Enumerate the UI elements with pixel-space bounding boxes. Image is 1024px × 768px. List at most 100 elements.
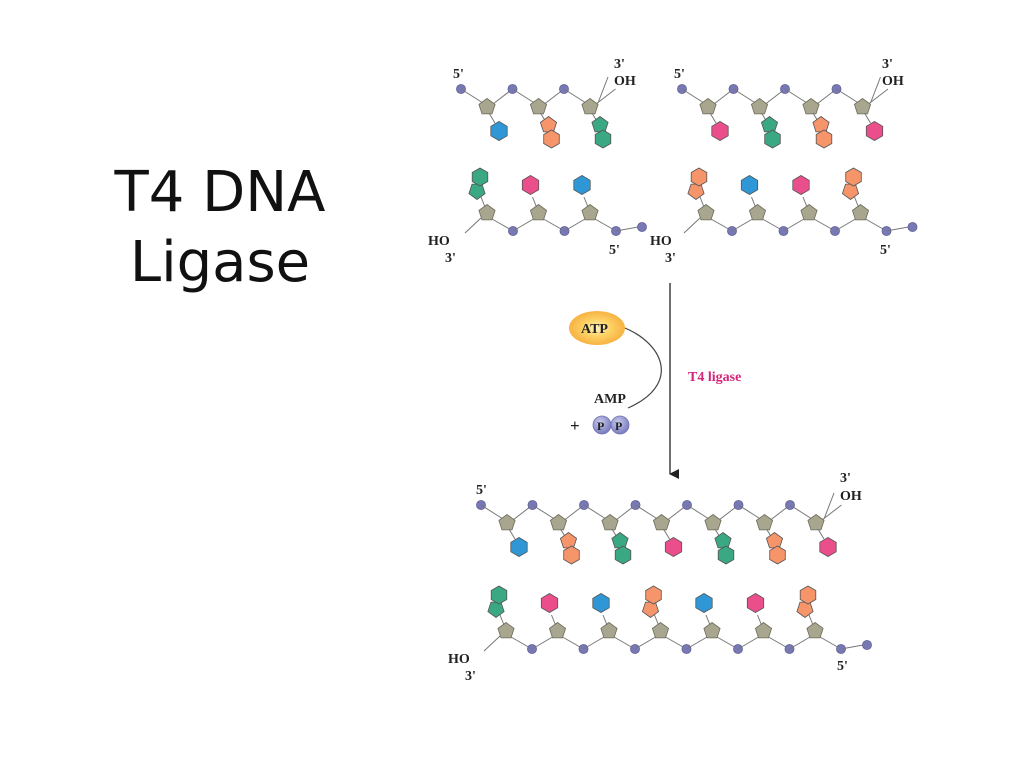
base-hexagon [690,167,708,187]
sugar-ring [478,204,496,221]
backbone-bond [789,636,811,650]
label-3prime: 3' [465,669,476,684]
backbone-bond [870,76,881,104]
base-hexagon [573,175,591,195]
label-3prime: 3' [882,57,893,72]
backbone-bond [483,635,501,652]
backbone-bond [488,112,496,124]
backbone-bond [464,217,482,234]
label-5prime: 5' [609,243,620,258]
backbone-bond [731,218,753,232]
base-hexagon [664,537,683,557]
phosphate [862,640,872,650]
backbone-bond [508,528,516,540]
backbone-bond [686,636,708,650]
backbone-bond [738,504,761,520]
base-hexagon [764,129,781,149]
base-pentagon [796,601,814,618]
backbone-bond [663,528,670,540]
base-hexagon [540,593,559,613]
sugar-ring [703,622,721,639]
backbone-bond [597,76,609,104]
sugar-ring [600,622,618,639]
label-oh: OH [614,74,636,89]
atp-glow [569,311,625,345]
base-pentagon [812,116,830,133]
base-hexagon [592,593,610,613]
sugar-ring [802,98,820,115]
base-hexagon [543,129,560,149]
base-hexagon [799,585,817,605]
phosphate [907,222,918,232]
sugar-ring [549,514,568,531]
backbone-bond [783,218,805,232]
base-pentagon [539,116,558,133]
base-pentagon [468,183,486,200]
backbone-bond [699,196,705,208]
base-pentagon [841,183,860,200]
backbone-bond [480,504,504,520]
sugar-ring [581,98,599,115]
label-5prime: 5' [880,243,891,258]
phosphate-ball [610,415,630,435]
base-hexagon [740,175,759,195]
sugar-ring [497,622,515,639]
backbone-bond [789,504,813,520]
backbone-bond [634,636,656,650]
title-line-2: Ligase [129,230,311,295]
base-pentagon [765,532,784,549]
backbone-bond [686,504,710,520]
backbone-bond [512,88,535,104]
backbone-bond [868,88,889,105]
base-hexagon [594,129,612,149]
backbone-bond [654,614,659,626]
base-hexagon [746,593,765,613]
backbone-bond [834,218,856,232]
sugar-ring [548,622,567,639]
base-pentagon [591,116,609,133]
sugar-ring [800,204,818,221]
label-3prime: 3' [614,57,625,72]
base-pentagon [611,532,629,549]
base-hexagon [815,129,833,149]
title-line-1: T4 DNA [114,160,326,225]
backbone-bond [823,492,835,520]
backbone-bond [583,636,605,650]
backbone-bond [705,614,711,626]
base-hexagon [792,175,810,195]
backbone-bond [563,88,587,104]
base-hexagon [769,545,786,565]
backbone-bond [532,196,537,208]
sugar-ring [754,622,773,639]
base-hexagon [645,585,662,605]
backbone-bond [817,528,825,540]
base-hexagon [865,121,884,141]
sugar-ring [699,98,717,115]
base-pentagon [559,532,578,549]
label-3prime: 3' [840,471,851,486]
sugar-ring [755,514,774,531]
label-ho: HO [448,652,470,667]
backbone-bond [583,504,607,520]
base-hexagon [471,167,489,187]
backbone-bond [709,112,717,124]
label-ho: HO [428,234,450,249]
base-pentagon [641,601,660,618]
label-5prime: 5' [453,67,464,82]
backbone-bond [595,88,616,105]
cofactor-curve [624,327,662,409]
backbone-bond [635,504,658,520]
backbone-bond [499,614,505,626]
amp-label: AMP [594,392,626,407]
backbone-bond [751,196,756,208]
sugar-ring [651,622,670,639]
sugar-ring [807,514,825,531]
backbone-bond [840,644,864,650]
base-hexagon [711,121,729,141]
backbone-bond [602,614,608,626]
backbone-bond [564,218,586,232]
backbone-bond [681,88,705,104]
sugar-ring [652,514,671,531]
backbone-bond [737,636,759,650]
base-hexagon [490,121,508,141]
